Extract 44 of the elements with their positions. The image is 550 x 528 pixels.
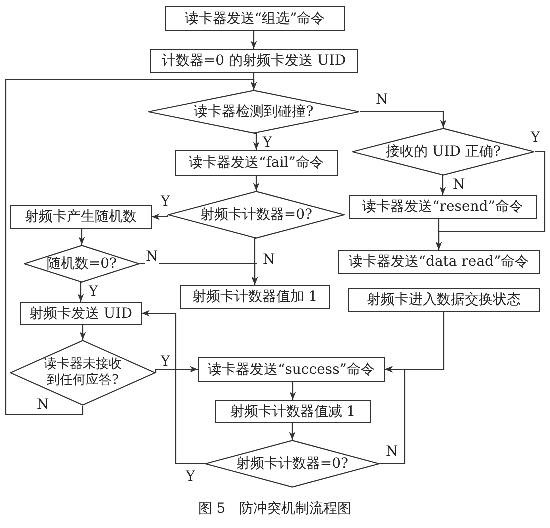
process-box: 射频卡发送 UID (20, 302, 142, 325)
arrow (250, 30, 258, 49)
arrow (155, 366, 198, 373)
arrow (5, 79, 258, 416)
edge-label: Y (160, 355, 172, 369)
arrow (140, 263, 258, 285)
edge-label: Y (262, 136, 274, 150)
caption: 图 5 防冲突机制流程图 (198, 501, 352, 517)
arrow (78, 282, 84, 302)
process-box: 读卡器发送“data read”命令 (338, 250, 540, 274)
decision-diamond: 读卡器检测到碰撞? (148, 90, 360, 134)
edge-label: N (452, 178, 466, 192)
arrow (80, 324, 86, 340)
edge-label: Y (530, 131, 542, 145)
process-box: 射频卡计数器值减 1 (215, 400, 371, 423)
process-box: 射频卡计数器值加 1 (180, 285, 330, 309)
edge-label: Y (160, 195, 172, 209)
process-box: 读卡器发送“fail”命令 (175, 150, 338, 176)
arrow (253, 176, 260, 191)
arrow (360, 111, 447, 128)
process-box: 计数器=0 的射频卡发送 UID (150, 49, 358, 73)
process-box: 射频卡进入数据交换状态 (348, 288, 540, 312)
arrow (152, 214, 169, 220)
arrow (142, 310, 205, 465)
arrow (253, 133, 260, 150)
decision-diamond: 随机数=0? (24, 245, 140, 283)
decision-diamond: 射频卡计数器=0? (205, 440, 380, 488)
process-box: 读卡器发送“resend”命令 (349, 195, 537, 219)
edge-label: N (385, 445, 400, 459)
arrow (290, 381, 296, 400)
edge-label: N (36, 398, 50, 412)
edge-label: N (375, 93, 390, 107)
arrow (440, 175, 446, 195)
arrow (436, 218, 443, 250)
arrow (380, 366, 406, 465)
process-box: 射频卡产生随机数 (10, 205, 152, 229)
edge-label: N (145, 250, 160, 264)
edge-label: Y (185, 470, 196, 484)
edge-label: Y (88, 285, 100, 299)
edge-label: N (262, 253, 276, 267)
arrow (289, 422, 296, 440)
process-box: 读卡器发送“组选”命令 (165, 6, 345, 31)
process-box: 读卡器发送“success”命令 (198, 357, 385, 382)
arrow (78, 228, 86, 245)
